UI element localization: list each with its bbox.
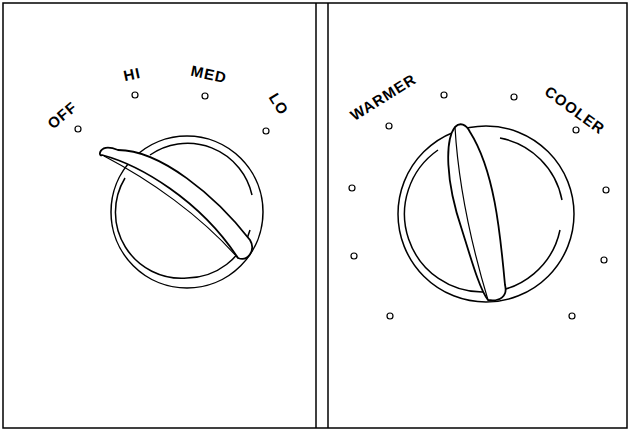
setting-label: HI xyxy=(122,65,142,83)
temperature-knob xyxy=(398,124,574,302)
setting-label: OFF xyxy=(45,99,80,132)
divider-line xyxy=(327,3,329,428)
fan-knob xyxy=(100,136,263,288)
setting-label: MED xyxy=(190,63,229,85)
panel-border xyxy=(3,3,627,428)
divider-line xyxy=(315,3,317,428)
setting-label: WARMER xyxy=(348,71,419,123)
setting-label: LO xyxy=(267,90,292,117)
setting-label: COOLER xyxy=(542,83,608,136)
indicator-dots xyxy=(75,92,609,319)
